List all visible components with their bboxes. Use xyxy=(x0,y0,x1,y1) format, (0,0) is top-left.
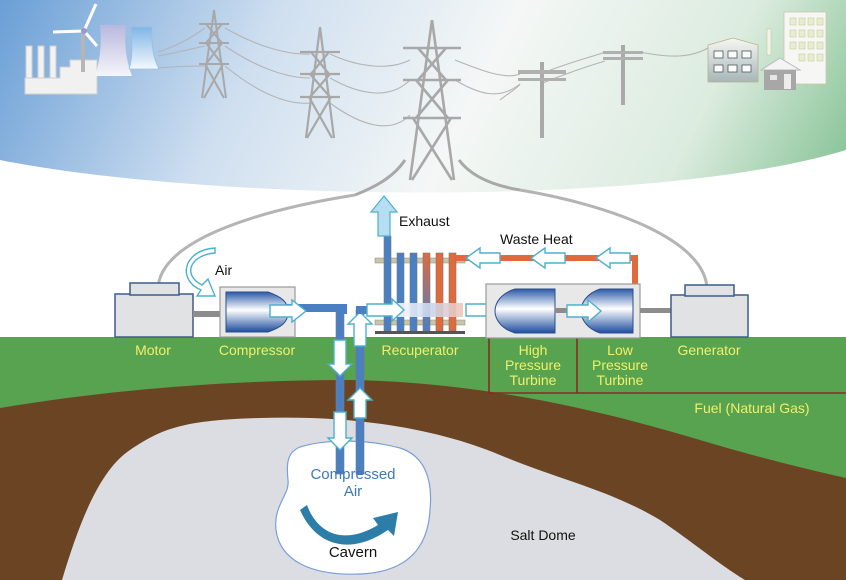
salt-dome-label: Salt Dome xyxy=(510,527,576,543)
air-label: Air xyxy=(215,262,232,278)
motor-power-cable xyxy=(156,193,356,291)
lp-turbine-label-line2: Pressure xyxy=(592,357,648,373)
cavern-label: Cavern xyxy=(329,544,377,561)
generator xyxy=(670,284,749,338)
motor xyxy=(114,282,194,338)
generator-label: Generator xyxy=(677,342,740,358)
air-intake-arrow-icon xyxy=(185,247,217,297)
compressor-label: Compressor xyxy=(219,342,296,358)
flow-arrow-icon xyxy=(566,298,603,324)
transmission-tower-icon xyxy=(354,19,521,197)
airflow-down-arrow-icon xyxy=(326,339,354,451)
waste-heat-label: Waste Heat xyxy=(500,231,573,247)
hp-turbine-label-line2: Pressure xyxy=(505,357,561,373)
high-pressure-turbine xyxy=(494,288,556,334)
house-icon xyxy=(759,57,802,90)
transmission-tower-icon xyxy=(199,9,229,99)
fuel-line xyxy=(488,332,846,394)
exhaust-arrow-icon xyxy=(369,195,399,237)
cavern-shape xyxy=(275,440,432,575)
lp-turbine-label-line3: Turbine xyxy=(597,372,644,388)
compressed-air-label-line1: Compressed xyxy=(310,466,395,483)
utility-pole-icon xyxy=(518,62,566,138)
flow-arrow-icon xyxy=(366,297,406,323)
cooling-tower-icon xyxy=(95,25,160,76)
hp-turbine-label-line1: High xyxy=(519,342,548,358)
exhaust-label: Exhaust xyxy=(399,213,450,229)
recuperator xyxy=(374,235,466,334)
fuel-label: Fuel (Natural Gas) xyxy=(694,400,809,416)
lp-turbine-label-line1: Low xyxy=(607,342,634,358)
waste-heat-pipe xyxy=(456,255,638,285)
airflow-up-arrow-icon xyxy=(346,311,374,419)
power-plant-icon xyxy=(24,45,98,95)
drive-shaft xyxy=(193,311,221,317)
generator-power-cable xyxy=(519,188,709,291)
motor-label: Motor xyxy=(135,342,171,358)
recuperator-flow xyxy=(395,303,463,317)
wind-turbine-icon xyxy=(52,3,99,72)
waste-heat-arrow-icon xyxy=(464,246,631,270)
compressor-outlet-pipe xyxy=(287,304,347,314)
building-icon xyxy=(707,11,827,85)
compressed-air-label-line2: Air xyxy=(344,483,362,500)
circulation-arrow-icon xyxy=(300,505,398,545)
compressor xyxy=(219,286,296,338)
recuperator-label: Recuperator xyxy=(381,342,458,358)
flow-arrow-icon xyxy=(269,298,308,324)
utility-pole-icon xyxy=(603,45,643,105)
transmission-tower-icon xyxy=(300,26,340,139)
generator-shaft xyxy=(640,308,672,313)
hp-turbine-label-line3: Turbine xyxy=(510,372,557,388)
